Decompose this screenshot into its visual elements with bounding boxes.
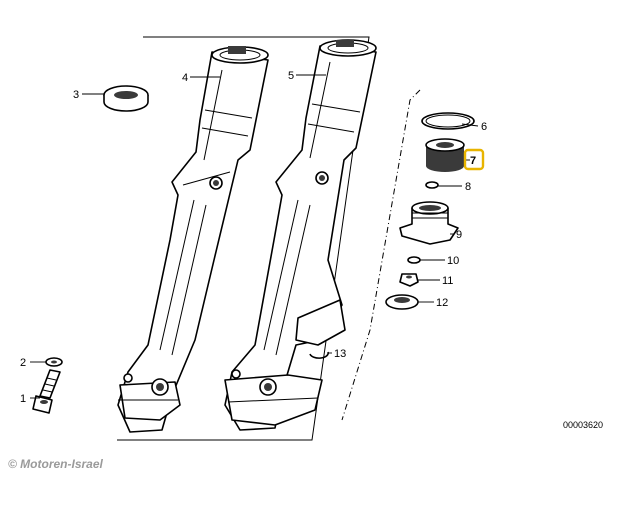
hex-bolt xyxy=(32,369,61,414)
label-6[interactable]: 6 xyxy=(481,121,487,133)
leader-lines xyxy=(30,74,479,399)
copyright-notice: © Motoren-Israel xyxy=(8,457,103,471)
part-labels: 1 2 3 4 5 6 7 8 9 10 11 12 13 xyxy=(20,70,487,405)
washer xyxy=(45,357,63,367)
grouping-frame xyxy=(117,36,370,441)
threaded-cap xyxy=(399,201,459,245)
label-3[interactable]: 3 xyxy=(73,89,79,101)
label-5[interactable]: 5 xyxy=(288,70,294,82)
small-washer xyxy=(425,181,439,189)
label-1[interactable]: 1 xyxy=(20,393,26,405)
bushing xyxy=(425,138,465,172)
label-7[interactable]: 7 xyxy=(470,155,476,167)
label-8[interactable]: 8 xyxy=(465,181,471,193)
label-2[interactable]: 2 xyxy=(20,357,26,369)
reference-number: 00003620 xyxy=(563,420,604,430)
oil-seal xyxy=(103,85,149,112)
spring-clip xyxy=(309,351,329,359)
o-ring-small xyxy=(407,256,421,264)
label-13[interactable]: 13 xyxy=(334,348,346,360)
label-9[interactable]: 9 xyxy=(456,229,462,241)
rubber-grommet xyxy=(385,294,419,310)
hex-nut xyxy=(399,273,419,287)
circlip xyxy=(421,112,475,130)
highlight-box xyxy=(463,148,485,171)
label-4[interactable]: 4 xyxy=(182,72,188,84)
label-11[interactable]: 11 xyxy=(442,275,453,287)
label-10[interactable]: 10 xyxy=(447,255,459,267)
fork-slider-right xyxy=(224,39,377,431)
fork-slider-left xyxy=(117,46,269,433)
label-12[interactable]: 12 xyxy=(436,297,448,309)
assembly-axis xyxy=(341,89,421,421)
